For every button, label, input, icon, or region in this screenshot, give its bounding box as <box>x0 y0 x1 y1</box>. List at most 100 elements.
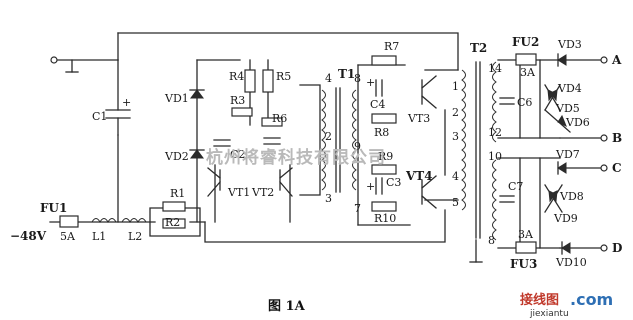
svg-text:+: + <box>366 76 375 89</box>
capacitor-c6 <box>499 97 515 105</box>
t2-pin-12: 12 <box>488 126 502 139</box>
vd6-label: VD6 <box>565 116 590 129</box>
t2-label: T2 <box>470 41 487 55</box>
t2-pin-14: 14 <box>488 62 502 75</box>
resistor-r6 <box>261 117 283 127</box>
vd2-label: VD2 <box>164 150 189 163</box>
r3-label: R3 <box>230 94 245 107</box>
r2-label: R2 <box>165 216 180 229</box>
t2-pin-2: 2 <box>452 106 459 119</box>
t1-pin-9: 9 <box>354 140 361 153</box>
resistor-r10 <box>371 201 397 212</box>
fuse-fu2 <box>515 53 537 66</box>
output-a-label: A <box>611 53 622 67</box>
diode-vd3 <box>557 53 567 67</box>
t2-pin-8: 8 <box>488 234 495 247</box>
transformer-t2 <box>461 61 497 241</box>
svg-text:+: + <box>366 180 375 193</box>
t1-pin-2: 2 <box>325 130 332 143</box>
figure-caption: 图 1A <box>268 299 306 314</box>
vt1-label: VT1 <box>227 186 250 199</box>
t2-pin-3: 3 <box>452 130 459 143</box>
r7-label: R7 <box>384 40 399 53</box>
vd9-label: VD9 <box>553 212 578 225</box>
input-terminal <box>50 56 79 73</box>
diode-vd2 <box>189 149 205 159</box>
fu2-rating-label: 3A <box>520 66 536 79</box>
c7-label: C7 <box>508 180 523 193</box>
input-voltage-label: −48V <box>10 229 47 243</box>
resistor-r7 <box>371 55 397 66</box>
vd10-label: VD10 <box>555 256 587 269</box>
diode-vd1 <box>189 89 205 99</box>
c1-label: C1 <box>92 110 107 123</box>
diode-vd5 <box>544 84 561 111</box>
capacitor-c2 <box>213 137 281 147</box>
output-c-label: C <box>612 161 622 175</box>
c4-label: C4 <box>370 98 385 111</box>
fuse-fu1 <box>59 215 79 228</box>
output-terminal-a <box>600 56 608 64</box>
capacitor-c1: + <box>105 96 131 136</box>
diode-vd6 <box>544 109 571 133</box>
site-logo: 接线图 .com jiexiantu <box>520 290 613 319</box>
resistor-r3 <box>231 107 253 117</box>
resistor-r9 <box>371 164 397 175</box>
svg-text:+: + <box>122 96 131 109</box>
fu1-rating-label: 5A <box>60 230 76 243</box>
diode-vd7 <box>557 161 567 175</box>
r9-label: R9 <box>378 150 393 163</box>
watermark-text: 杭州将睿科技有限公司 <box>206 147 386 168</box>
fuse-fu3 <box>515 241 537 254</box>
diode-vd9 <box>544 184 563 213</box>
output-terminal-c <box>600 164 608 172</box>
t2-pin-5: 5 <box>452 196 459 209</box>
logo-dotcom-text: .com <box>570 290 613 309</box>
fu3-label: FU3 <box>510 257 537 271</box>
capacitor-c3: + <box>366 177 383 195</box>
output-b-label: B <box>612 131 622 145</box>
c3-label: C3 <box>386 176 401 189</box>
c6-label: C6 <box>517 96 532 109</box>
fu1-label: FU1 <box>40 201 67 215</box>
t1-pin-7: 7 <box>354 202 361 215</box>
l1-label: L1 <box>92 230 106 243</box>
fu2-label: FU2 <box>512 35 539 49</box>
r10-label: R10 <box>374 212 396 225</box>
vd7-label: VD7 <box>555 148 580 161</box>
transistor-vt2 <box>279 167 293 197</box>
vd8-label: VD8 <box>559 190 584 203</box>
capacitor-c4: + <box>366 76 383 97</box>
t1-pin-3: 3 <box>325 192 332 205</box>
output-terminal-d <box>600 244 608 252</box>
resistor-r1 <box>162 201 186 212</box>
t2-pin-4: 4 <box>452 170 459 183</box>
transformer-t1 <box>321 87 357 193</box>
t1-label: T1 <box>338 67 355 81</box>
t2-pin-10: 10 <box>488 150 502 163</box>
logo-url-text: jiexiantu <box>529 309 569 319</box>
resistor-r8 <box>371 113 397 124</box>
vt4-label: VT4 <box>405 169 433 183</box>
vd3-label: VD3 <box>557 38 582 51</box>
r5-label: R5 <box>276 70 291 83</box>
c2-label: C2 <box>230 148 245 161</box>
r1-label: R1 <box>170 187 185 200</box>
t1-pin-4: 4 <box>325 72 332 85</box>
vt2-label: VT2 <box>251 186 274 199</box>
r8-label: R8 <box>374 126 389 139</box>
fu3-rating-label: 3A <box>518 228 534 241</box>
vd4-label: VD4 <box>557 82 582 95</box>
resistor-r4 <box>244 69 256 93</box>
t2-pin-1: 1 <box>452 80 459 93</box>
l2-label: L2 <box>128 230 142 243</box>
transistor-vt3 <box>421 75 437 109</box>
inductor-l1 <box>91 218 117 224</box>
output-d-label: D <box>612 241 622 255</box>
capacitor-c7 <box>499 195 515 203</box>
vt3-label: VT3 <box>407 112 430 125</box>
inductor-l2 <box>121 218 147 224</box>
resistor-r2 <box>162 218 186 229</box>
